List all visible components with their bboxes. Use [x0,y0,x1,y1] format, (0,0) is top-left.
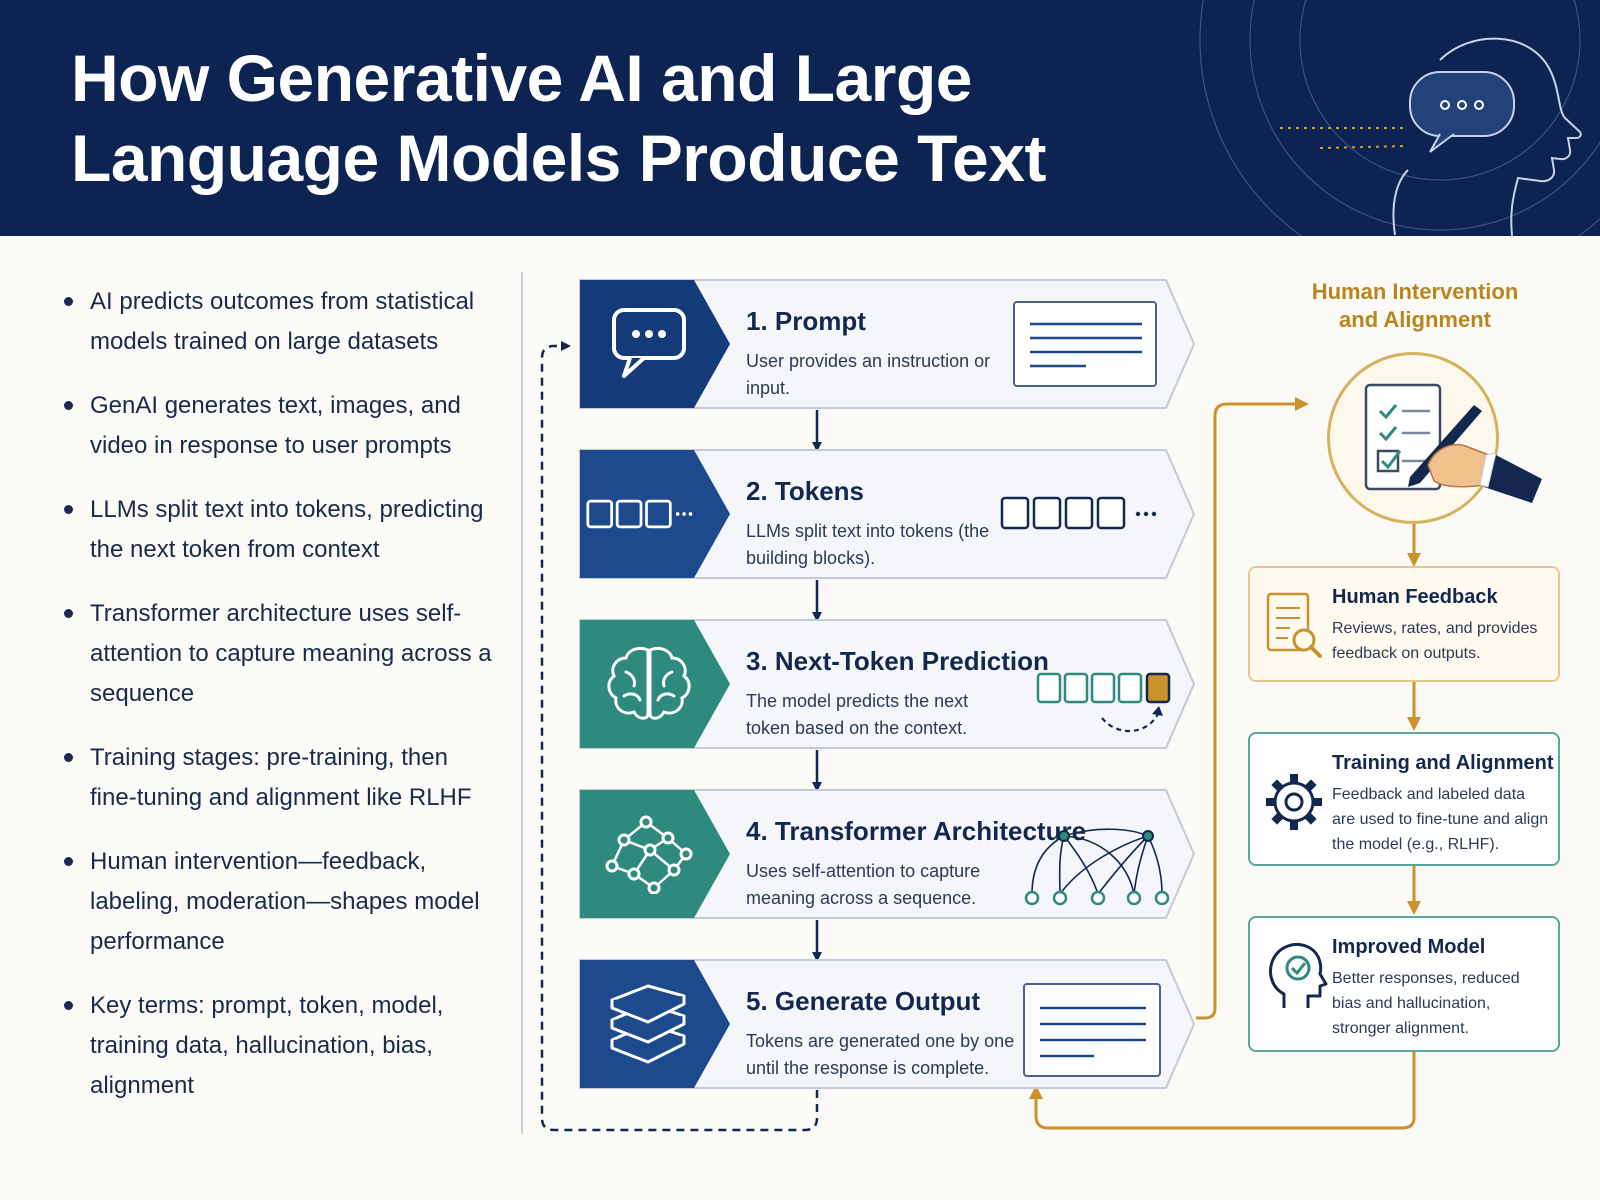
bullet-text: Human intervention—feedback, labeling, m… [90,848,480,955]
token-blocks-icon [586,499,693,529]
gold-arrow-output-to-human [1196,397,1309,1020]
bullet-item: Key terms: prompt, token, model, trainin… [60,986,500,1106]
card-training-and-alignment: Training and Alignment Feedback and labe… [1248,732,1560,866]
bullet-text: AI predicts outcomes from statistical mo… [90,288,475,355]
card-description: Better responses, reduced bias and hallu… [1332,970,1520,1037]
head-silhouette-icon [1199,0,1600,236]
step-panel [579,619,1196,749]
bullet-item: Training stages: pre-training, then fine… [60,738,500,818]
title-line-2: Language Models Produce Text [71,121,1046,195]
predicted-token-icon [1036,672,1171,733]
card-improved-model: Improved Model Better responses, reduced… [1248,916,1560,1052]
document-search-icon [1266,592,1322,658]
bullet-text: Training stages: pre-training, then fine… [90,744,472,811]
output-document-icon [1023,983,1161,1077]
bullet-dot [64,753,73,762]
header-banner: How Generative AI and Large Language Mod… [0,0,1600,236]
card-title: Human Feedback [1332,586,1498,608]
step-description: User provides an instruction or input. [746,351,991,398]
title-line-1: How Generative AI and Large [71,41,972,115]
bullet-text: Transformer architecture uses self-atten… [90,600,492,707]
step-title: 5. Generate Output [746,986,981,1016]
card-title: Training and Alignment [1332,752,1554,774]
brain-icon [607,646,691,720]
chat-bubble-icon [612,308,686,378]
bullet-dot [64,857,73,866]
step-title: 1. Prompt [746,306,866,336]
bullet-dot [64,505,73,514]
network-icon [605,815,693,894]
bullet-item: GenAI generates text, images, and video … [60,386,500,466]
flow-step-tokens: 2. Tokens LLMs split text into tokens (t… [576,448,1196,580]
bullet-item: AI predicts outcomes from statistical mo… [60,282,500,362]
flow-step-generate-output: 5. Generate Output Tokens are generated … [576,958,1196,1090]
self-attention-icon [1024,828,1170,906]
gold-arrow-improved-to-output [1029,1050,1416,1130]
step-description: Tokens are generated one by one until th… [746,1031,1015,1078]
card-description: Reviews, rates, and provides feedback on… [1332,620,1538,662]
card-title: Improved Model [1332,936,1486,958]
bullet-item: LLMs split text into tokens, predicting … [60,490,500,570]
human-review-circle [1327,352,1542,524]
bullet-text: GenAI generates text, images, and video … [90,392,461,459]
step-panel [579,449,1196,579]
bullet-dot [64,1001,73,1010]
side-section-title: Human Intervention and Alignment [1311,279,1519,332]
flow-step-next-token-prediction: 3. Next-Token Prediction The model predi… [576,618,1196,750]
flow-step-transformer-architecture: 4. Transformer Architecture Uses self-at… [576,788,1196,920]
step-title: 3. Next-Token Prediction [746,646,1049,676]
head-check-icon [1269,943,1328,1008]
page-title: How Generative AI and Large Language Mod… [71,38,1046,198]
bullet-item: Human intervention—feedback, labeling, m… [60,842,500,962]
bullet-text: LLMs split text into tokens, predicting … [90,496,484,563]
divider-line [521,272,523,1134]
token-row-icon [1000,496,1157,530]
bullet-dot [64,297,73,306]
step-description: The model predicts the next token based … [746,691,969,738]
step-title: 4. Transformer Architecture [746,816,1087,846]
card-description: Feedback and labeled data are used to fi… [1332,786,1549,853]
step-description: LLMs split text into tokens (the buildin… [746,521,990,568]
bullet-text: Key terms: prompt, token, model, trainin… [90,992,444,1099]
stacked-layers-icon [610,984,686,1064]
bullet-item: Transformer architecture uses self-atten… [60,594,500,714]
checklist-pen-icon [1364,383,1542,503]
bullet-dot [64,401,73,410]
step-title: 2. Tokens [746,476,865,506]
card-human-feedback: Human Feedback Reviews, rates, and provi… [1248,566,1560,682]
bullet-dot [64,609,73,618]
step-description: Uses self-attention to capture meaning a… [746,861,981,908]
gear-icon [1266,774,1322,830]
flow-step-prompt: 1. Prompt User provides an instruction o… [576,278,1196,410]
summary-bullet-list: AI predicts outcomes from statistical mo… [60,282,500,1130]
text-document-icon [1013,301,1157,387]
feedback-loop-dashed-arrow [540,341,819,1132]
